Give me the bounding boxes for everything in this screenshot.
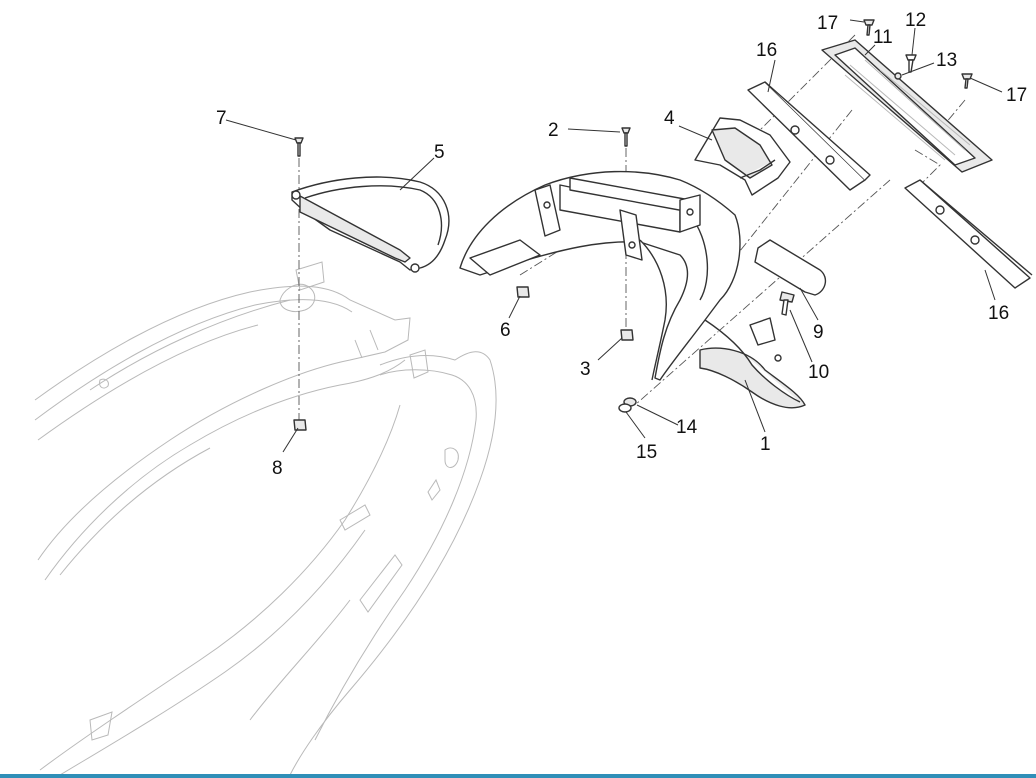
reflector-part-9: [754, 239, 827, 296]
callout-labels: 7 5 2 4 16 17 11 12 13 17 8 6 3 9 10 1 1…: [216, 10, 1027, 479]
hardware: [293, 19, 973, 431]
callout-2: 2: [548, 120, 559, 141]
plate-frame-part-11: [821, 39, 993, 173]
callout-4: 4: [664, 108, 675, 129]
light-housing-part-4: [694, 117, 791, 196]
callout-9: 9: [813, 322, 824, 343]
callout-6: 6: [500, 320, 511, 341]
rear-mudguard-part-1: [459, 170, 806, 409]
callout-5: 5: [434, 142, 445, 163]
rear-body-panel-left: [34, 261, 411, 581]
callout-17-left: 17: [817, 13, 838, 34]
rear-body-panel-right: [39, 349, 497, 776]
bottom-accent-bar: [0, 774, 1036, 778]
callout-16-lower: 16: [988, 303, 1009, 324]
callout-7: 7: [216, 108, 227, 129]
plate-bracket-part-16-upper: [747, 81, 871, 191]
callout-17-right: 17: [1006, 85, 1027, 106]
callout-14: 14: [676, 417, 698, 438]
callout-11: 11: [873, 27, 893, 48]
callout-15: 15: [636, 442, 657, 463]
callout-10: 10: [808, 362, 829, 383]
plate-bracket-part-16-lower: [904, 179, 1033, 289]
callout-8: 8: [272, 458, 283, 479]
callout-16-upper: 16: [756, 40, 777, 61]
callout-1: 1: [760, 434, 771, 455]
tail-cover-part-5: [291, 176, 450, 273]
leader-lines: [225, 19, 1003, 453]
callout-13: 13: [936, 50, 957, 71]
callout-3: 3: [580, 359, 591, 380]
callout-12: 12: [905, 10, 926, 31]
